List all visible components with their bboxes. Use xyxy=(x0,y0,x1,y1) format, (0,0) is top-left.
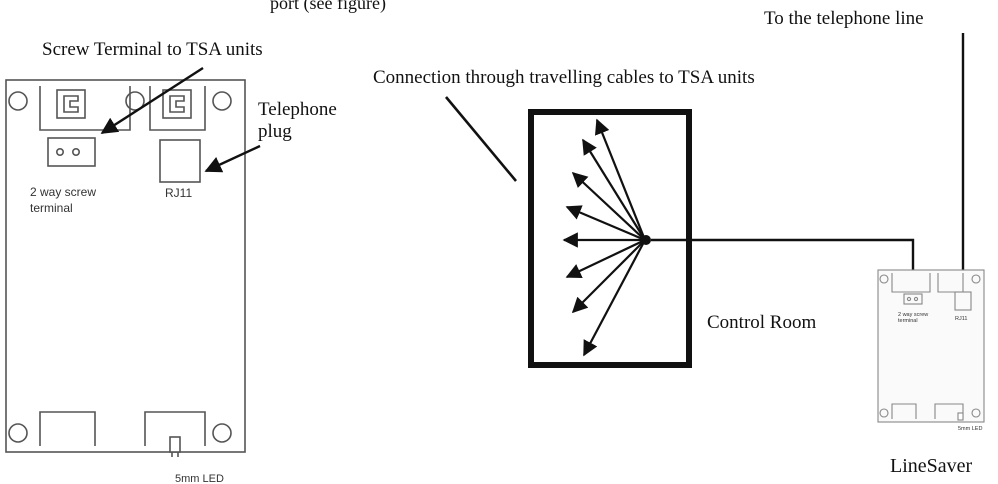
telephone-plug-label-2: plug xyxy=(258,121,292,142)
control-room-box xyxy=(528,109,692,368)
small-board-outline xyxy=(877,269,985,423)
clip-right xyxy=(162,89,192,119)
clip-left xyxy=(56,89,86,119)
small-screw-1 xyxy=(906,296,912,302)
led-label: 5mm LED xyxy=(175,473,224,484)
top-cut-text: port (see figure) xyxy=(270,0,386,14)
small-board-bottom-notches xyxy=(891,403,964,419)
cable-arrow-3 xyxy=(571,171,646,241)
screw-terminal-callout: Screw Terminal to TSA units xyxy=(42,39,263,60)
board-outline xyxy=(5,79,246,453)
small-rj11-label: RJ11 xyxy=(955,316,967,322)
clip-left-c-icon xyxy=(63,95,79,113)
cable-arrow-7 xyxy=(571,239,646,314)
rj11-socket xyxy=(159,139,201,183)
linesaver-small xyxy=(877,269,985,423)
rj11-label: RJ11 xyxy=(165,186,192,200)
cable-arrow-8 xyxy=(583,239,646,357)
small-terminal-label-1: 2 way screw xyxy=(898,312,928,318)
small-board-top-notches xyxy=(891,273,964,293)
connection-callout: Connection through travelling cables to … xyxy=(373,67,755,88)
small-hole-3 xyxy=(879,408,889,418)
small-hole-2 xyxy=(971,274,981,284)
cable-arrow-6 xyxy=(565,239,646,279)
telephone-plug-label-1: Telephone xyxy=(258,99,337,120)
cable-arrow-1 xyxy=(594,118,647,241)
cable-arrow-4 xyxy=(565,205,646,242)
screw-terminal-block xyxy=(47,137,96,167)
terminal-label-2: terminal xyxy=(30,201,73,215)
mount-hole-top-left xyxy=(8,91,28,111)
small-terminal-label-2: terminal xyxy=(898,318,918,324)
small-led-label: 5mm LED xyxy=(958,426,982,432)
board-bottom-notches xyxy=(39,411,206,446)
mount-hole-bottom-left xyxy=(8,423,28,443)
connection-pointer xyxy=(445,96,517,182)
terminal-label-1: 2 way screw xyxy=(30,185,96,199)
telephone-plug-arrow xyxy=(204,144,261,173)
small-screw-terminal xyxy=(903,293,923,305)
clip-right-c-icon xyxy=(169,95,185,113)
junction-dot xyxy=(641,235,651,245)
screw-terminal-arrow xyxy=(100,66,204,135)
cable-arrow-2 xyxy=(582,138,646,241)
mount-hole-top-right xyxy=(212,91,232,111)
small-led-body xyxy=(957,412,964,421)
screw-1 xyxy=(55,148,64,157)
led-body xyxy=(169,436,181,453)
mount-hole-bottom-right xyxy=(212,423,232,443)
linesaver-board xyxy=(5,79,246,457)
control-room-label: Control Room xyxy=(707,312,816,333)
linesaver-label: LineSaver xyxy=(890,455,973,477)
small-hole-4 xyxy=(971,408,981,418)
small-screw-2 xyxy=(913,296,919,302)
tsa-cable-fan xyxy=(562,118,647,357)
screw-2 xyxy=(72,148,81,157)
small-rj11-socket xyxy=(954,291,972,311)
small-hole-1 xyxy=(879,274,889,284)
telephone-line-label: To the telephone line xyxy=(764,8,924,29)
mount-hole-top-mid xyxy=(125,91,145,111)
